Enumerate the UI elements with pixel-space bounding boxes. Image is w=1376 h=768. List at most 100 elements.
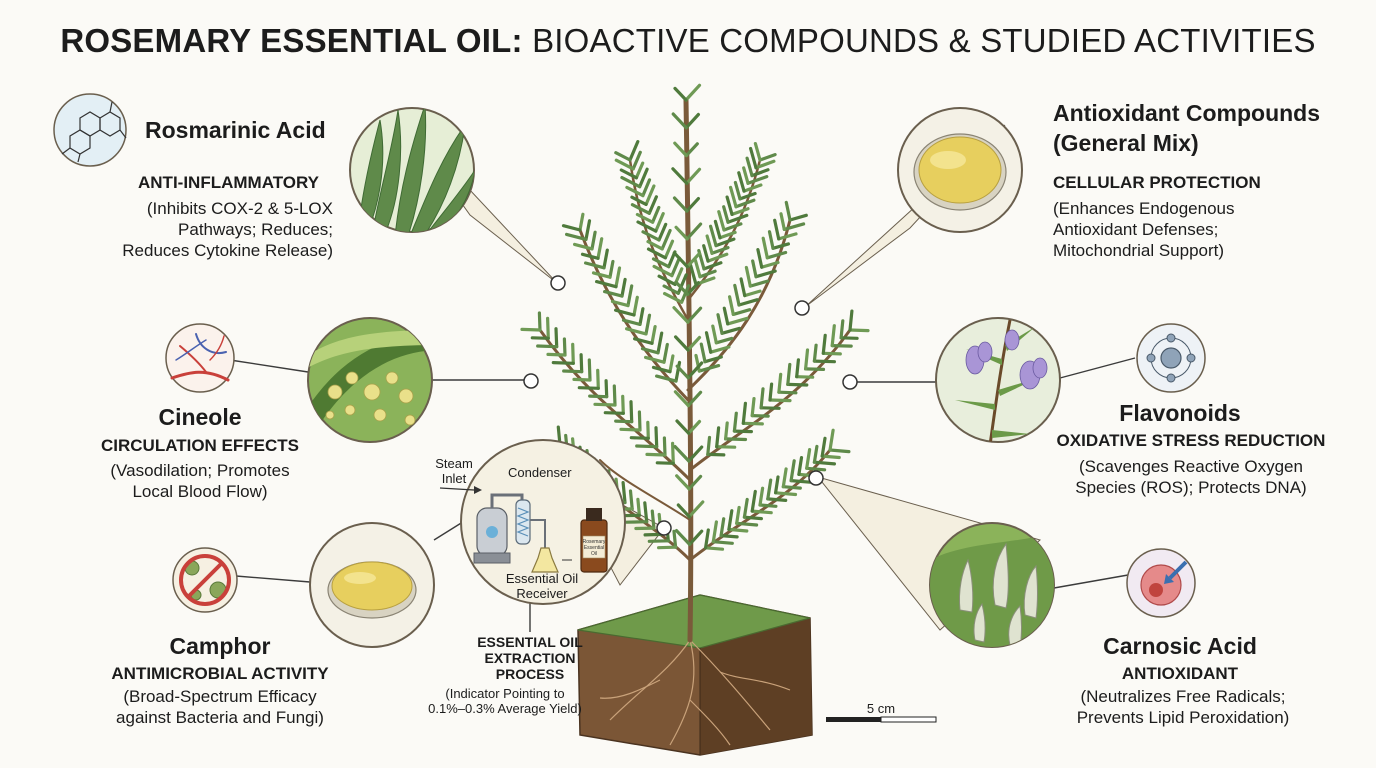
needle: [703, 546, 725, 551]
needle: [564, 232, 588, 241]
needle: [614, 266, 622, 289]
needle: [631, 150, 642, 171]
needle: [719, 517, 726, 538]
needle: [632, 295, 639, 317]
needle: [654, 426, 659, 449]
needle: [562, 337, 567, 357]
needle: [640, 347, 660, 355]
needle: [650, 205, 661, 224]
needle: [797, 456, 804, 476]
needle: [614, 158, 635, 171]
needle: [812, 460, 837, 466]
needle: [554, 327, 559, 349]
needle: [580, 252, 600, 260]
needle: [828, 448, 851, 454]
needle: [742, 497, 749, 519]
needle: [619, 168, 639, 180]
needle: [647, 195, 659, 215]
needle: [621, 481, 627, 505]
trichomes-closeup-circle: [929, 522, 1055, 648]
needle: [643, 501, 649, 524]
needle: [750, 509, 773, 515]
needle: [647, 539, 670, 543]
needle: [704, 331, 713, 354]
molecule-structure-icon: [53, 93, 127, 167]
needle: [676, 273, 688, 295]
needle: [641, 178, 652, 198]
needle: [720, 326, 741, 335]
needle: [621, 318, 642, 326]
needle: [674, 360, 682, 383]
needle: [641, 230, 661, 242]
scale-bar: [826, 716, 937, 723]
needle: [705, 234, 714, 255]
needle: [644, 313, 652, 336]
description-flavonoids: (Scavenges Reactive Oxygen Species (ROS)…: [1075, 457, 1307, 497]
needle: [610, 299, 630, 308]
needle: [537, 311, 542, 332]
needle: [848, 309, 854, 332]
needle: [650, 509, 656, 530]
needle: [765, 250, 788, 260]
needle: [620, 277, 627, 298]
needle: [670, 256, 681, 278]
needle: [662, 342, 669, 364]
needle: [820, 454, 841, 460]
needle: [839, 319, 845, 340]
blood-vessels-icon: [165, 323, 235, 393]
needle: [673, 390, 691, 408]
needle: [572, 242, 594, 251]
needle: [686, 390, 703, 408]
needle: [660, 228, 672, 251]
activity-rosmarinic-acid: ANTI-INFLAMMATORY: [138, 173, 319, 192]
needle: [657, 222, 668, 242]
needle: [756, 248, 764, 269]
needle: [758, 503, 778, 508]
needle: [722, 205, 730, 224]
needle: [571, 342, 575, 365]
needle: [715, 426, 721, 449]
needle: [723, 437, 748, 442]
needle: [786, 362, 792, 386]
rosemary-plant: [520, 83, 870, 756]
needle: [628, 489, 634, 511]
needle: [703, 355, 723, 364]
needle: [803, 348, 810, 371]
needle: [656, 545, 678, 550]
needle: [750, 168, 770, 178]
needle: [788, 213, 808, 222]
needle: [789, 459, 796, 483]
needle: [711, 324, 718, 345]
needle: [673, 335, 690, 352]
extraction-process-title: ESSENTIAL OIL EXTRACTION PROCESS: [477, 634, 583, 682]
needle: [737, 171, 746, 193]
needle: [734, 198, 756, 209]
needle: [698, 269, 717, 279]
needle: [579, 353, 584, 374]
needle: [743, 289, 762, 298]
needle: [786, 382, 809, 387]
needle: [602, 248, 609, 270]
needle: [590, 230, 597, 251]
needle: [706, 252, 729, 263]
activity-carnosic-acid: ANTIOXIDANT: [1121, 664, 1239, 683]
needle: [672, 529, 678, 549]
needle: [703, 528, 710, 550]
needle: [709, 345, 731, 354]
needle: [675, 419, 691, 435]
needle: [773, 218, 781, 241]
needle: [602, 290, 624, 298]
needle: [738, 191, 757, 201]
needle: [821, 333, 827, 355]
needle: [733, 180, 742, 201]
needle: [596, 368, 600, 390]
needle: [688, 263, 698, 286]
needle: [750, 489, 757, 513]
needle: [577, 386, 600, 390]
needle: [637, 410, 642, 432]
no-microbes-icon: [172, 547, 238, 613]
activity-flavonoids: OXIDATIVE STRESS REDUCTION: [1056, 431, 1326, 450]
needle: [629, 436, 650, 440]
needle: [766, 497, 788, 502]
